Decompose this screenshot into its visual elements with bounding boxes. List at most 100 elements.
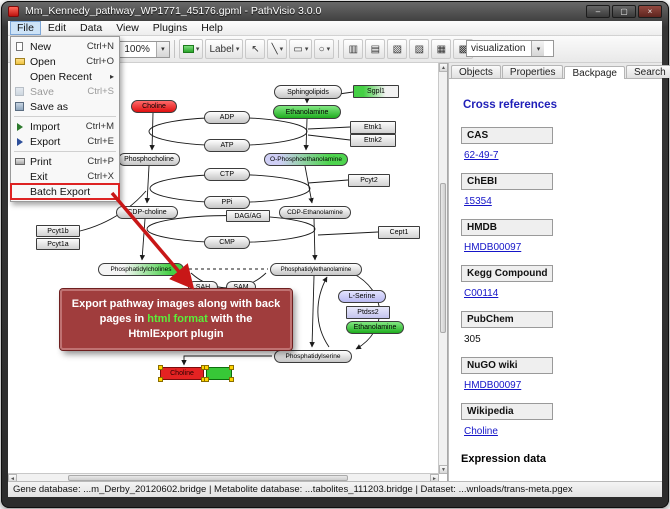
pathway-node-ptdss2[interactable]: Ptdss2 (346, 306, 390, 319)
xref-link-cas[interactable]: 62-49-7 (464, 150, 499, 161)
vertical-scroll-thumb[interactable] (440, 183, 446, 333)
pathway-edge[interactable] (307, 126, 351, 130)
dropdown-arrow-icon[interactable]: ▾ (326, 46, 331, 53)
pathway-node-sgpl1[interactable]: Sgpl1 (353, 85, 399, 98)
menu-edit[interactable]: Edit (47, 22, 67, 34)
align-right-button[interactable]: ▨ (409, 39, 430, 59)
xref-link-hmdb[interactable]: HMDB00097 (464, 242, 522, 253)
pathway-node-cept1[interactable]: Cept1 (378, 226, 420, 239)
pathway-node-cmp[interactable]: CMP (204, 236, 250, 249)
menu-help[interactable]: Help (201, 22, 223, 34)
file-menu-item-save-as[interactable]: Save as (11, 99, 119, 114)
label-tool-button[interactable]: Label▾ (205, 39, 244, 59)
scroll-right-icon[interactable]: ► (430, 474, 439, 482)
rect-tool-button[interactable]: ▭▾ (289, 39, 313, 59)
selection-handle[interactable] (229, 365, 234, 370)
pathway-node-phosphocholine[interactable]: Phosphocholine (118, 153, 180, 166)
selection-handle[interactable] (204, 377, 209, 382)
selection-handle[interactable] (229, 377, 234, 382)
pathway-edge[interactable] (307, 134, 351, 141)
pathway-edge[interactable] (304, 165, 314, 204)
pathway-node-etnk1[interactable]: Etnk1 (350, 121, 396, 134)
dropdown-arrow-icon[interactable]: ▾ (304, 46, 309, 53)
visualization-combobox[interactable]: visualization ▾ (466, 40, 554, 57)
vertical-scrollbar[interactable]: ▲ ▼ (438, 63, 447, 474)
pathway-node-adp[interactable]: ADP (204, 111, 250, 124)
menu-data[interactable]: Data (80, 22, 103, 34)
tab-backpage[interactable]: Backpage (564, 66, 625, 79)
xref-link-chebi[interactable]: 15354 (464, 196, 492, 207)
dropdown-arrow-icon[interactable]: ▾ (279, 46, 284, 53)
pathway-edge[interactable] (307, 179, 349, 184)
tab-objects[interactable]: Objects (451, 65, 501, 78)
pathway-node-sphingolipids[interactable]: Sphingolipids (274, 85, 342, 99)
scroll-down-icon[interactable]: ▼ (439, 465, 447, 474)
pathway-node-etnk2[interactable]: Etnk2 (350, 134, 396, 147)
pathway-node-o-phosphoethanolamine[interactable]: O-Phosphoethanolamine (264, 153, 348, 166)
xref-link-nugo-wiki[interactable]: HMDB00097 (464, 380, 522, 391)
minimize-button[interactable]: – (586, 4, 610, 18)
oval-tool-button[interactable]: ○▾ (314, 39, 335, 59)
scroll-up-icon[interactable]: ▲ (439, 63, 447, 72)
pathway-node-pcyt1a[interactable]: Pcyt1a (36, 238, 80, 250)
pathway-edge[interactable] (144, 165, 150, 204)
align-left-button[interactable]: ▧ (387, 39, 408, 59)
selection-handle[interactable] (158, 377, 163, 382)
pathway-node-phosphatidylserine[interactable]: Phosphatidylserine (274, 350, 352, 363)
selection-handle[interactable] (204, 365, 209, 370)
pathway-edge[interactable] (309, 275, 315, 348)
xref-link-kegg-compound[interactable]: C00114 (464, 288, 499, 299)
file-menu-item-open-recent[interactable]: Open Recent▸ (11, 69, 119, 84)
pathway-node-ethanolamine[interactable]: Ethanolamine (346, 321, 404, 334)
pathway-edge[interactable] (317, 231, 379, 236)
horizontal-scrollbar[interactable]: ◄ ► (8, 473, 439, 482)
pathway-edge[interactable] (303, 118, 309, 151)
close-button[interactable]: × (638, 4, 662, 18)
align-center-x-button[interactable]: ▥ (343, 39, 364, 59)
pathway-node-ppi[interactable]: PPi (204, 196, 250, 209)
pathway-node-cdp-choline[interactable]: CDP-choline (116, 206, 178, 219)
pathway-node-pcyt2[interactable]: Pcyt2 (348, 174, 390, 187)
menu-plugins[interactable]: Plugins (152, 22, 188, 34)
dropdown-arrow-icon[interactable]: ▾ (195, 46, 200, 53)
select-tool-button[interactable]: ↖ (245, 39, 266, 59)
pathway-edge[interactable] (317, 276, 330, 348)
pathway-node-pcyt1b[interactable]: Pcyt1b (36, 225, 80, 237)
pathway-node-ethanolamine[interactable]: Ethanolamine (273, 105, 341, 119)
dropdown-arrow-icon[interactable]: ▾ (155, 41, 169, 57)
align-center-y-button[interactable]: ▤ (365, 39, 386, 59)
pathway-node-choline[interactable]: Choline (131, 100, 177, 113)
dropdown-arrow-icon[interactable]: ▾ (235, 46, 240, 53)
common-width-button[interactable]: ▦ (431, 39, 452, 59)
line-tool-button[interactable]: ╲▾ (267, 39, 288, 59)
zoom-combobox[interactable]: 100% ▾ (119, 40, 170, 58)
pathway-node-atp[interactable]: ATP (204, 139, 250, 152)
scroll-left-icon[interactable]: ◄ (8, 474, 17, 482)
pathway-node-dag-ag[interactable]: DAG/AG (226, 210, 270, 222)
pathway-node-phosphatidylcholines[interactable]: Phosphatidylcholines (98, 263, 184, 276)
menu-file[interactable]: File (10, 21, 41, 35)
pathway-node-l-serine[interactable]: L-Serine (338, 290, 386, 303)
datanode-tool-button[interactable]: ▾ (178, 39, 204, 59)
pathway-edge[interactable] (139, 218, 146, 261)
xref-link-wikipedia[interactable]: Choline (464, 426, 498, 437)
selection-handle[interactable] (158, 365, 163, 370)
pathway-edge[interactable] (312, 218, 318, 261)
pathway-node-cdp-ethanolamine[interactable]: CDP-Ethanolamine (279, 206, 351, 219)
horizontal-scroll-thumb[interactable] (68, 475, 348, 481)
menu-view[interactable]: View (116, 22, 139, 34)
pathway-node-phosphatidylethanolamine[interactable]: Phosphatidylethanolamine (270, 263, 362, 276)
file-menu-item-batch-export[interactable]: Batch Export (10, 183, 120, 200)
pathway-node-choline[interactable]: Choline (158, 365, 206, 382)
tab-search[interactable]: Search (625, 65, 670, 78)
maximize-button[interactable]: ▢ (612, 4, 636, 18)
pathway-node[interactable] (204, 365, 234, 382)
pathway-edge[interactable] (181, 355, 272, 366)
tab-properties[interactable]: Properties (501, 65, 564, 78)
